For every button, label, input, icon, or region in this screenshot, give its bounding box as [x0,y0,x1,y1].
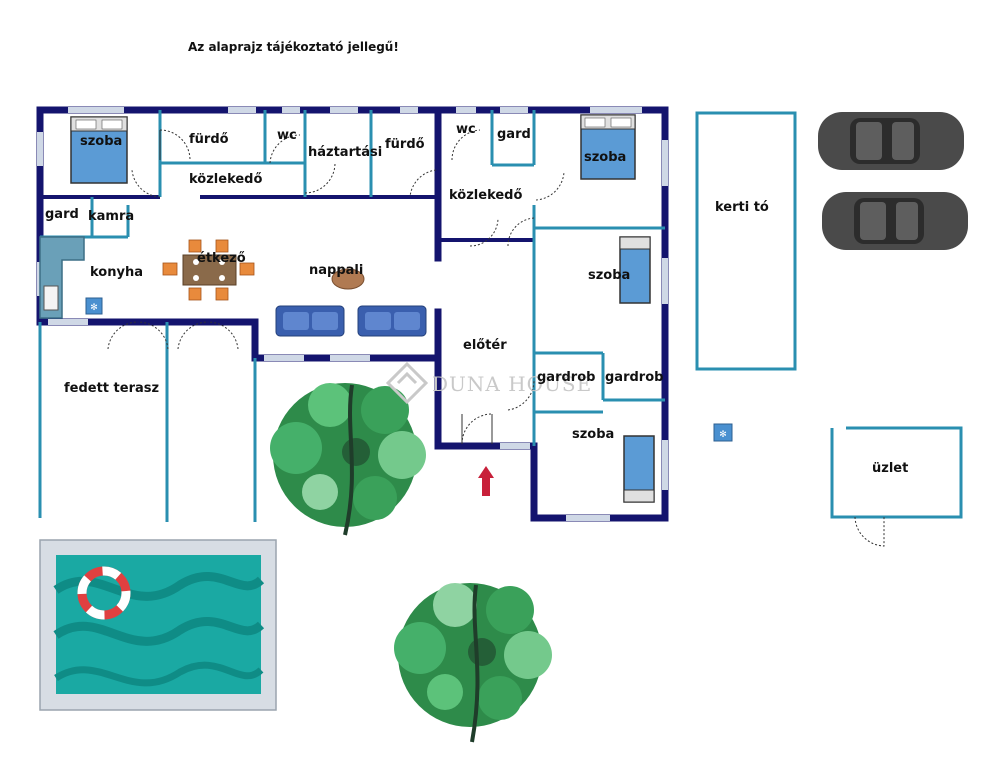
shop-outline [830,426,963,519]
bed-icon [623,435,655,503]
sofa-icon [275,305,345,337]
duna-house-logo-icon [386,362,428,404]
car-icon [818,112,964,170]
room-label-covered-terrace: fedett terasz [64,381,160,396]
entrance-arrow-icon [478,466,494,496]
label-garden-pond: kerti tó [715,200,769,215]
door-leaves [159,130,493,444]
room-label-bedroom: szoba [584,150,627,165]
room-label-bathroom: fürdő [189,132,229,147]
ac-unit-icon: ✻ [713,423,733,442]
bed-icon [580,114,636,180]
svg-text:✻: ✻ [719,430,727,440]
room-label-gard: gard [497,127,531,142]
bed-icon [619,236,651,304]
room-label-kitchen: konyha [90,265,143,280]
label-shop: üzlet [872,461,909,476]
svg-text:✻: ✻ [90,303,98,313]
sofa-icon [357,305,427,337]
interior-walls [40,195,534,242]
room-label-corridor: közlekedő [189,172,263,187]
room-label-wardrobe: gardrob [537,370,596,385]
room-label-living-room: nappali [309,263,364,278]
room-label-wc: wc [277,128,297,143]
room-label-bedroom: szoba [588,268,631,283]
room-label-wardrobe: gardrob [605,370,664,385]
room-label-corridor: közlekedő [449,188,523,203]
terrace-posts [38,322,257,522]
room-label-bedroom: szoba [572,427,615,442]
coffee-table [331,268,365,290]
room-label-utility: háztartási [308,145,383,160]
car-icon [822,192,968,250]
pond-outline [695,111,797,371]
room-label-hall: előtér [463,338,507,353]
dining-table [162,239,255,301]
room-label-pantry: kamra [88,209,135,224]
room-label-bedroom: szoba [80,134,123,149]
room-label-gard: gard [45,207,79,222]
pool [39,539,277,711]
tree-icon [270,383,426,536]
door-swings [107,129,565,445]
watermark: DUNA HOUSE [432,372,593,396]
room-label-dining: étkező [197,251,246,266]
windows [37,107,668,521]
disclaimer: Az alaprajz tájékoztató jellegű! [188,40,399,54]
bed-icon [70,116,128,184]
room-label-bathroom: fürdő [385,137,425,152]
tree-icon [394,583,552,743]
room-label-wc: wc [456,122,476,137]
kitchen-counter: ✻ [39,236,103,319]
